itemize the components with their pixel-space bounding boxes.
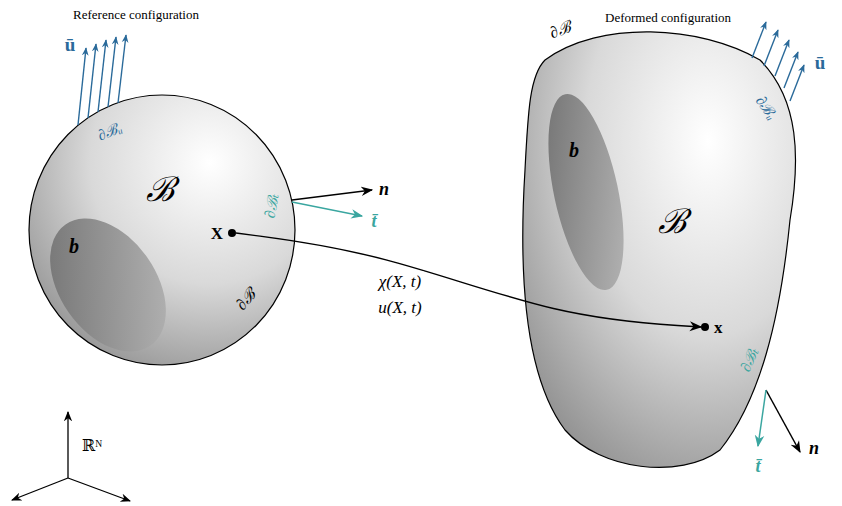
node-label: ℬ bbox=[146, 173, 174, 207]
point-label: X bbox=[211, 225, 223, 242]
deformed-body: ℬb x bbox=[518, 26, 802, 478]
node-label: b bbox=[569, 140, 579, 160]
space-label: ℝᴺ bbox=[82, 438, 103, 454]
node-label: ℬ bbox=[658, 205, 686, 239]
normal-symbol: n bbox=[809, 439, 819, 457]
traction-arrow bbox=[758, 390, 766, 446]
axes bbox=[12, 412, 130, 501]
outline bbox=[546, 92, 626, 292]
body-force-region: b bbox=[48, 214, 170, 356]
normal-arrow bbox=[766, 390, 800, 452]
reference-body: ℬb X bbox=[27, 93, 299, 367]
traction-arrow bbox=[292, 202, 362, 216]
configuration-title: Reference configuration bbox=[73, 8, 199, 21]
body-force-region: b bbox=[546, 92, 626, 292]
displacement-label: u(X, t) bbox=[375, 298, 424, 317]
spatial-point: x bbox=[701, 319, 723, 336]
outline bbox=[48, 214, 170, 356]
boundary-label: ∂ℬ bbox=[547, 19, 572, 42]
displacement-symbol: ū bbox=[65, 35, 76, 54]
displacement-symbol: ū bbox=[815, 53, 826, 72]
node-label: b bbox=[69, 236, 79, 256]
normal-arrow bbox=[292, 190, 372, 200]
point-dot bbox=[701, 323, 709, 331]
configuration-title: Deformed configuration bbox=[605, 11, 731, 24]
material-point: X bbox=[211, 225, 236, 242]
point-dot bbox=[228, 229, 236, 237]
point-label: x bbox=[714, 319, 723, 336]
normal-symbol: n bbox=[379, 180, 389, 198]
mapping-label: χ(X, t) bbox=[376, 272, 424, 291]
traction-symbol: t̄ bbox=[755, 457, 760, 475]
traction-symbol: t̄ bbox=[371, 212, 376, 230]
outline bbox=[518, 26, 802, 478]
